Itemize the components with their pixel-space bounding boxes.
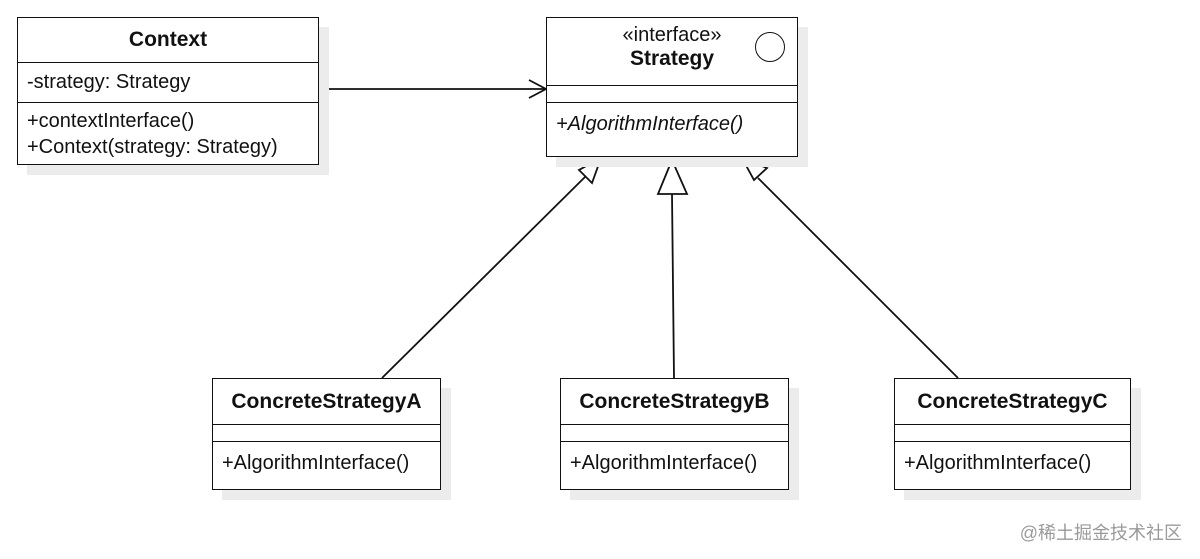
operation: +AlgorithmInterface() <box>222 452 410 474</box>
stereotype: «interface» <box>622 24 722 46</box>
class-name-section: ConcreteStrategyB <box>561 379 788 424</box>
operations-section: +AlgorithmInterface() <box>213 441 440 488</box>
attributes-section <box>895 424 1130 441</box>
class-context: Context -strategy: Strategy +contextInte… <box>17 17 319 165</box>
class-name: ConcreteStrategyB <box>579 390 770 413</box>
operations-section: +contextInterface() +Context(strategy: S… <box>18 102 318 163</box>
operations-section: +AlgorithmInterface() <box>895 441 1130 488</box>
watermark: @稀土掘金技术社区 <box>1019 523 1182 543</box>
interface-name-section: «interface» Strategy <box>547 18 797 85</box>
class-concrete-strategy-a: ConcreteStrategyA +AlgorithmInterface() <box>212 378 441 490</box>
realization-c-line <box>757 177 959 379</box>
class-name: Context <box>128 28 208 51</box>
attributes-section <box>213 424 440 441</box>
interface-strategy: «interface» Strategy +AlgorithmInterface… <box>546 17 798 157</box>
class-name: ConcreteStrategyC <box>917 390 1108 413</box>
class-name-section: Context <box>18 18 318 62</box>
realization-a-line <box>381 175 587 379</box>
interface-name: Strategy <box>629 47 715 70</box>
realization-a-arrowhead <box>577 156 603 185</box>
interface-circle-icon <box>755 32 785 62</box>
class-name: ConcreteStrategyA <box>231 390 422 413</box>
operation: +contextInterface() <box>27 110 195 132</box>
class-name-section: ConcreteStrategyC <box>895 379 1130 424</box>
operation: +AlgorithmInterface() <box>904 452 1092 474</box>
attributes-section: -strategy: Strategy <box>18 62 318 102</box>
operation: +AlgorithmInterface() <box>570 452 758 474</box>
realization-b-line <box>671 193 675 379</box>
operations-section: +AlgorithmInterface() <box>561 441 788 488</box>
attributes-section <box>547 85 797 102</box>
class-concrete-strategy-c: ConcreteStrategyC +AlgorithmInterface() <box>894 378 1131 490</box>
operation: +Context(strategy: Strategy) <box>27 136 278 158</box>
attribute: -strategy: Strategy <box>27 71 191 93</box>
realization-c-arrowhead <box>740 156 769 182</box>
operations-section: +AlgorithmInterface() <box>547 102 797 155</box>
realization-b-arrowhead <box>656 157 689 195</box>
class-concrete-strategy-b: ConcreteStrategyB +AlgorithmInterface() <box>560 378 789 490</box>
association-arrowhead <box>528 79 548 99</box>
attributes-section <box>561 424 788 441</box>
class-name-section: ConcreteStrategyA <box>213 379 440 424</box>
operation: +AlgorithmInterface() <box>556 113 744 135</box>
